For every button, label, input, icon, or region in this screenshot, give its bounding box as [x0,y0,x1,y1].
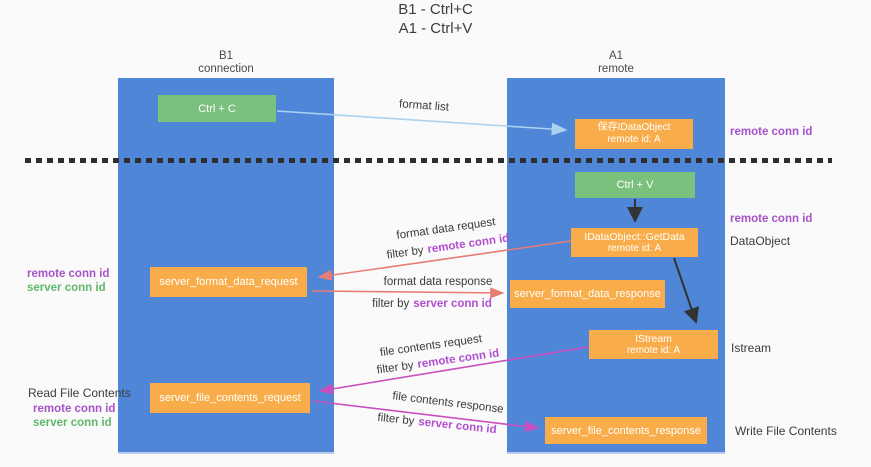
write-file-contents-text: Write File Contents [735,424,837,438]
getdata-line1: IDataObject::GetData [584,230,685,243]
stored-idataobject-line1: 保存IDataObject [597,122,671,133]
node-server-format-data-request: server_format_data_request [150,267,307,297]
istream-line1: IStream [635,332,672,345]
remote-conn-id-text: remote conn id [730,213,813,225]
stored-idataobject-line2: remote id: A [607,134,661,145]
istream-line2: remote id: A [626,344,681,356]
node-stored-idataobject: 保存IDataObject remote id: A [575,119,693,149]
left-conn-id-pair-1: remote conn id server conn id [27,267,109,295]
right-remote-conn-id-2: remote conn id [730,212,812,226]
dataobject-text: DataObject [730,234,791,248]
server-conn-id-text: server conn id [413,298,492,310]
right-dataobject-label: DataObject [730,234,790,248]
node-istream: IStream remote id: A [589,330,718,359]
format-data-response-arrow [311,287,505,299]
server-conn-id-text: server conn id [417,416,498,437]
right-write-file-contents-label: Write File Contents [735,424,837,438]
node-server-format-data-response: server_format_data_response [510,280,665,308]
remote-conn-id-text: remote conn id [730,126,813,138]
server-format-data-request-label: server_format_data_request [159,276,298,288]
ctrl-c-label: Ctrl + C [198,102,236,115]
format-data-response-filter-label: filter by server conn id [372,298,492,310]
file-contents-response-filter-label: filter by server conn id [377,412,497,436]
lane-b1-title: B1 [218,50,234,62]
filter-by-text: filter by [386,244,425,262]
server-file-contents-response-label: server_file_contents_response [551,424,701,437]
node-server-file-contents-response: server_file_contents_response [545,417,707,444]
lane-a1-title: A1 [608,50,624,62]
right-remote-conn-id-1: remote conn id [730,125,812,139]
server-file-contents-request-label: server_file_contents_request [159,392,301,404]
lane-a1-subtitle: remote [598,63,634,75]
file-contents-response-label: file contents response [392,390,505,416]
server-format-data-response-label: server_format_data_response [514,288,661,300]
node-ctrl-c: Ctrl + C [158,95,276,122]
left-read-file-contents-label: Read File Contents [28,386,131,400]
remote-conn-id-text: remote conn id [33,403,116,415]
file-contents-response-text: file contents response [391,390,505,416]
format-list-label: format list [399,98,450,113]
format-data-response-label: format data response [384,276,493,288]
lane-header-a1: A1 remote [507,50,725,76]
title-line-2: A1 - Ctrl+V [398,20,473,37]
ctrl-v-label: Ctrl + V [616,179,654,191]
left-conn-id-pair-2: remote conn id server conn id [33,402,115,430]
session-separator-dashed-line [25,158,832,163]
server-conn-id-text: server conn id [33,417,112,429]
node-server-file-contents-request: server_file_contents_request [150,383,310,413]
istream-text: Istream [731,341,772,355]
node-idataobject-getdata: IDataObject::GetData remote id: A [571,228,698,257]
getdata-line2: remote id: A [607,242,662,254]
lane-b1-subtitle: connection [198,63,254,75]
read-file-contents-text: Read File Contents [28,386,131,400]
right-istream-label: Istream [731,341,771,355]
filter-by-text: filter by [372,298,410,310]
server-conn-id-text: server conn id [27,282,106,294]
format-data-response-text: format data response [383,276,493,288]
title-line-1: B1 - Ctrl+C [398,1,473,18]
lane-header-b1: B1 connection [118,50,334,76]
node-ctrl-v: Ctrl + V [575,172,695,198]
format-list-text: format list [398,98,450,114]
filter-by-text: filter by [376,411,415,428]
filter-by-text: filter by [376,359,415,377]
diagram-title: B1 - Ctrl+C A1 - Ctrl+V [0,0,871,38]
remote-conn-id-text: remote conn id [27,268,110,280]
